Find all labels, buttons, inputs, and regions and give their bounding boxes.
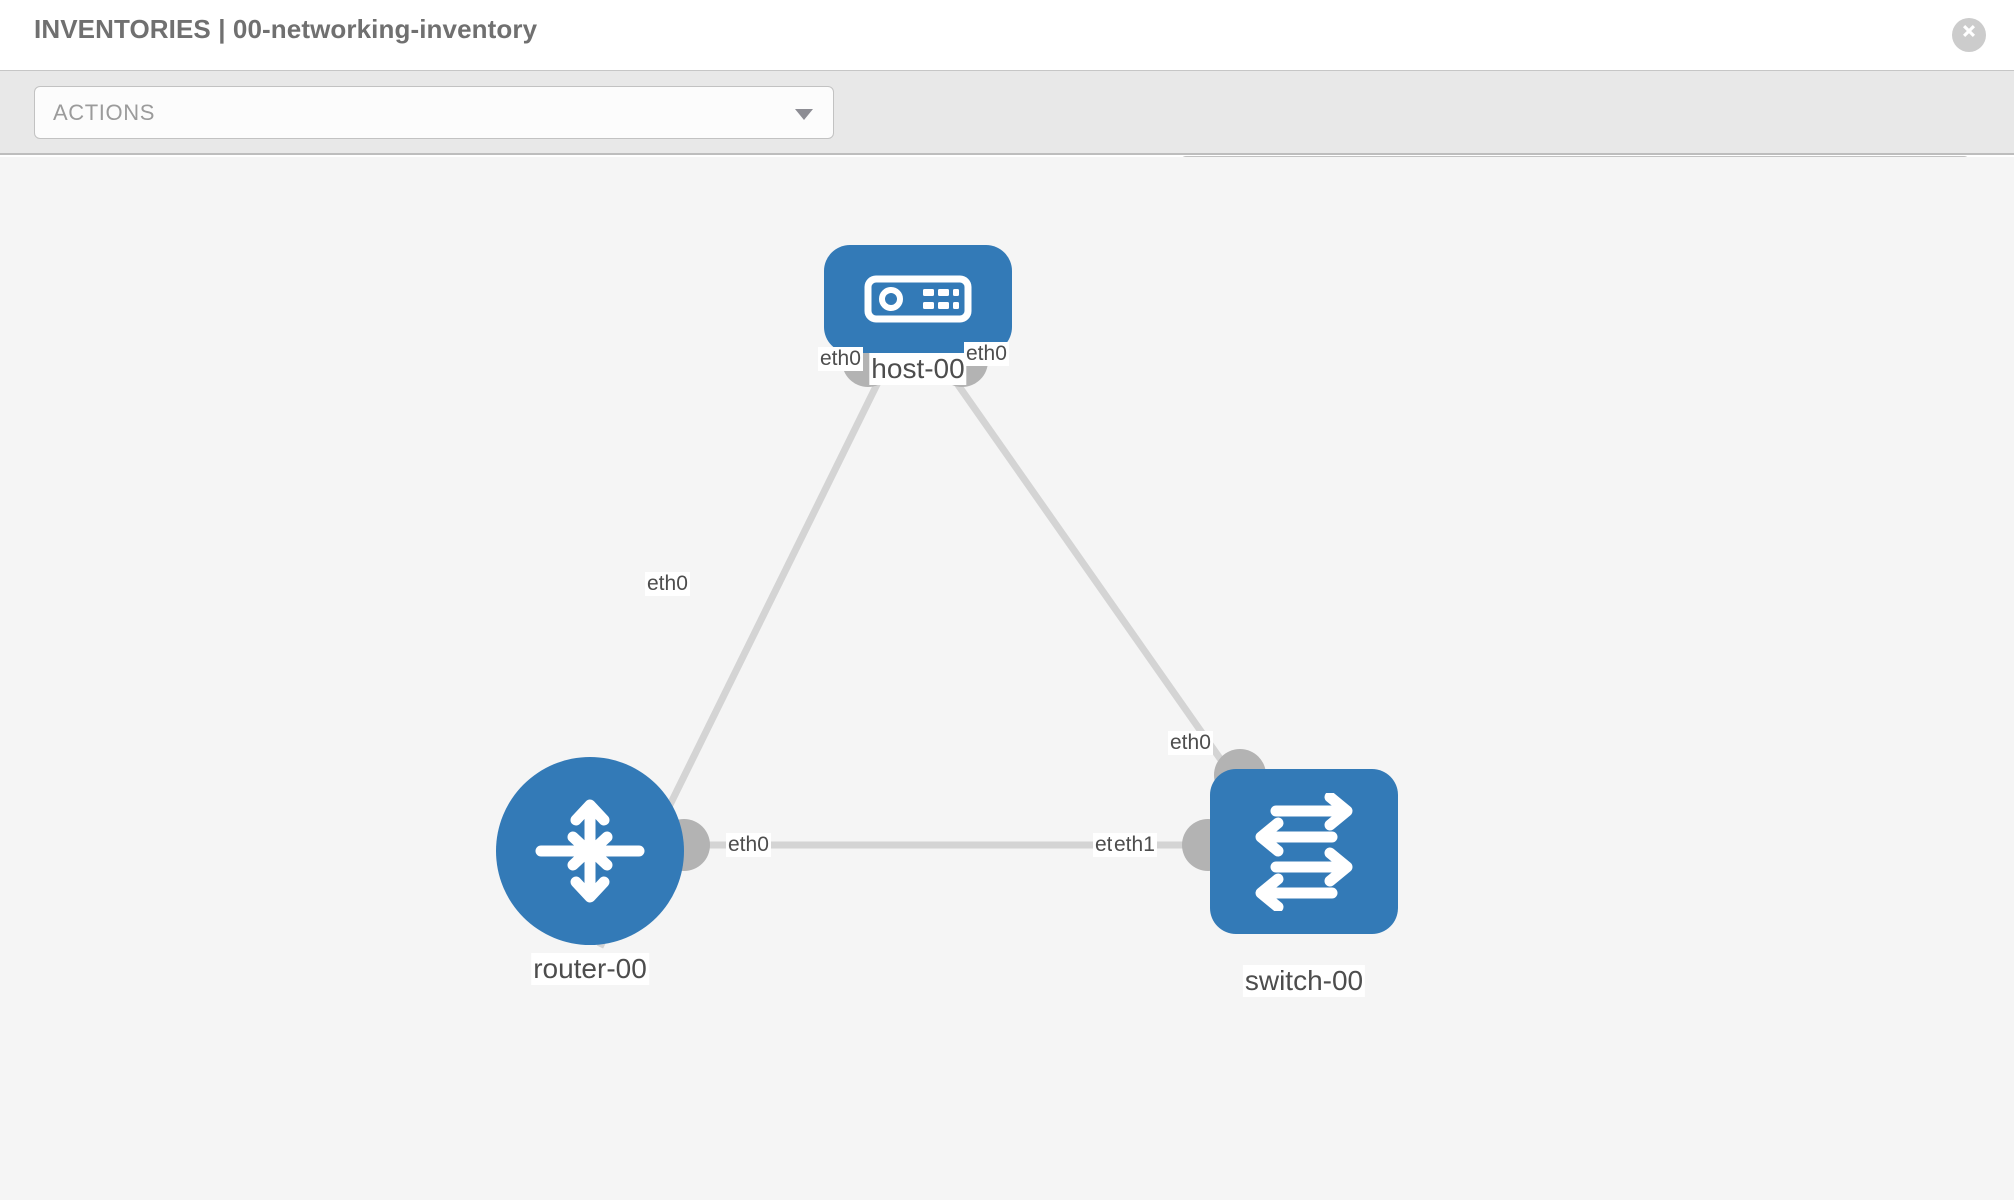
- server-icon: [864, 275, 972, 323]
- if-label-switch-left-over: eth1: [1112, 833, 1157, 857]
- node-switch-00-shape[interactable]: [1210, 769, 1398, 934]
- if-label-router-up: eth0: [645, 572, 690, 596]
- toolbar: ACTIONS SEARCH: [0, 70, 2014, 209]
- node-switch-00[interactable]: switch-00: [1210, 769, 1398, 997]
- page-title: INVENTORIES | 00-networking-inventory: [34, 14, 538, 44]
- node-router-00[interactable]: router-00: [496, 757, 684, 985]
- connector-stubs: [658, 335, 1266, 871]
- router-arrows-icon: [535, 799, 645, 903]
- topology-canvas[interactable]: host-00 eth0 eth0: [0, 157, 2014, 1200]
- node-router-00-label: router-00: [531, 953, 649, 985]
- if-label-host-left: eth0: [818, 347, 863, 371]
- actions-dropdown-label: ACTIONS: [53, 100, 155, 125]
- switch-arrows-icon: [1255, 792, 1353, 911]
- link-host-switch: [939, 359, 1243, 790]
- node-host-00-label: host-00: [869, 353, 967, 385]
- if-label-host-right: eth0: [964, 342, 1009, 366]
- if-label-router-right: eth0: [726, 833, 771, 857]
- node-router-00-shape[interactable]: [496, 757, 684, 945]
- node-host-00[interactable]: host-00: [824, 245, 1012, 385]
- node-host-00-shape[interactable]: [824, 245, 1012, 353]
- close-icon[interactable]: [1952, 18, 1986, 52]
- if-label-switch-up: eth0: [1168, 731, 1213, 755]
- chevron-down-icon: [795, 109, 813, 120]
- node-switch-00-label: switch-00: [1242, 965, 1366, 997]
- page-header: INVENTORIES | 00-networking-inventory: [0, 0, 2014, 70]
- actions-dropdown[interactable]: ACTIONS: [34, 86, 834, 139]
